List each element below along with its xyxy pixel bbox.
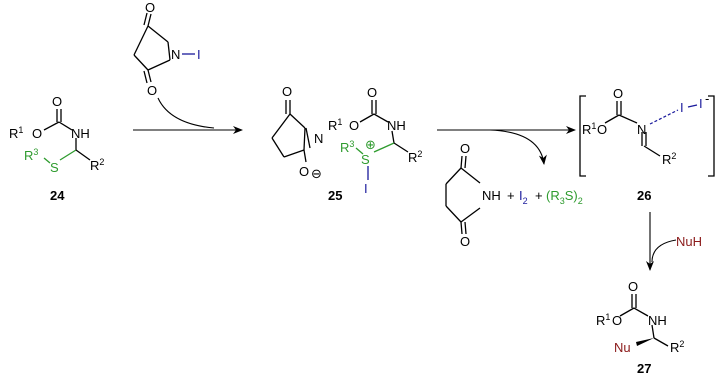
succinimide-o-top: O (460, 141, 470, 156)
iodine-molecule: I2 (519, 188, 528, 206)
c25-iodine: I (364, 181, 368, 196)
c25-r3: R3 (340, 139, 354, 155)
byproduct-plus-2: + (535, 188, 543, 203)
c26-o-ester: O (597, 122, 607, 137)
c25-o-minus: O (299, 164, 309, 179)
byproduct-plus-1: + (507, 188, 515, 203)
c26-iodine-b: I (699, 96, 703, 111)
c24-sulfur: S (50, 160, 59, 175)
compound-27: O R1 O NH Nu R2 27 (596, 279, 684, 374)
bracket-left (579, 95, 586, 177)
byproduct-curve (489, 129, 547, 165)
c27-label: 27 (637, 361, 651, 374)
c24-label: 24 (50, 188, 65, 203)
succinimide-nh: NH (482, 188, 501, 203)
nis-o-bottom: O (147, 83, 157, 98)
bracket-right (708, 95, 715, 177)
nis-iodine: I (197, 47, 201, 62)
reagent-curve-1 (157, 97, 215, 129)
c25-o-top: O (282, 84, 292, 99)
n-iodine-dative-bond (649, 109, 679, 125)
c26-label: 26 (637, 188, 651, 203)
c26-minus: - (705, 91, 709, 106)
c26-n: N (637, 122, 646, 137)
nis-n: N (171, 47, 180, 62)
c25-nh: NH (387, 118, 406, 133)
byproducts: O NH O + I2 + (R3S)2 (445, 141, 583, 249)
c24-r3: R3 (24, 147, 38, 163)
compound-25: O N O ⊖ O R1 O NH R3 S ⊕ I R2 25 (271, 84, 422, 203)
c27-wedge-bond (636, 338, 654, 346)
c25-n: N (314, 131, 323, 146)
c26-iodine-a: I (680, 100, 684, 115)
compound-24: O R1 O NH R3 S R2 24 (9, 94, 104, 203)
c27-o-ester: O (612, 313, 622, 328)
nuh-curve (651, 239, 677, 263)
c25-sulfur: S (361, 152, 370, 167)
c25-minus-sign: ⊖ (311, 166, 322, 181)
nis-reagent: O N I O (133, 0, 201, 98)
c26-o-carbonyl: O (613, 86, 623, 101)
disulfide: (R3S)2 (546, 188, 583, 206)
c25-label: 25 (328, 188, 342, 203)
c25-o-carbonyl: O (367, 85, 377, 100)
nis-o-top: O (145, 0, 155, 15)
c27-o-carbonyl: O (628, 279, 638, 294)
c25-r2: R2 (408, 149, 422, 165)
c24-nh: NH (71, 126, 90, 141)
reagent-nuh: NuH (676, 234, 702, 249)
c27-nh: NH (648, 313, 667, 328)
c27-r1: R1 (596, 312, 610, 328)
compound-26: O R1 O N I I - R2 26 (579, 86, 715, 203)
c26-r1: R1 (582, 121, 596, 137)
c24-r2: R2 (90, 157, 104, 173)
c24-o-ester: O (32, 126, 42, 141)
c25-r1: R1 (328, 117, 342, 133)
c24-o-carbonyl: O (52, 94, 62, 109)
c26-r2: R2 (662, 151, 676, 167)
succinimide-o-bottom: O (460, 234, 470, 249)
c25-o-ester: O (349, 118, 359, 133)
c27-r2: R2 (670, 339, 684, 355)
c25-plus-sign: ⊕ (365, 137, 376, 152)
c24-r1: R1 (9, 125, 23, 141)
c27-nu: Nu (614, 340, 631, 355)
